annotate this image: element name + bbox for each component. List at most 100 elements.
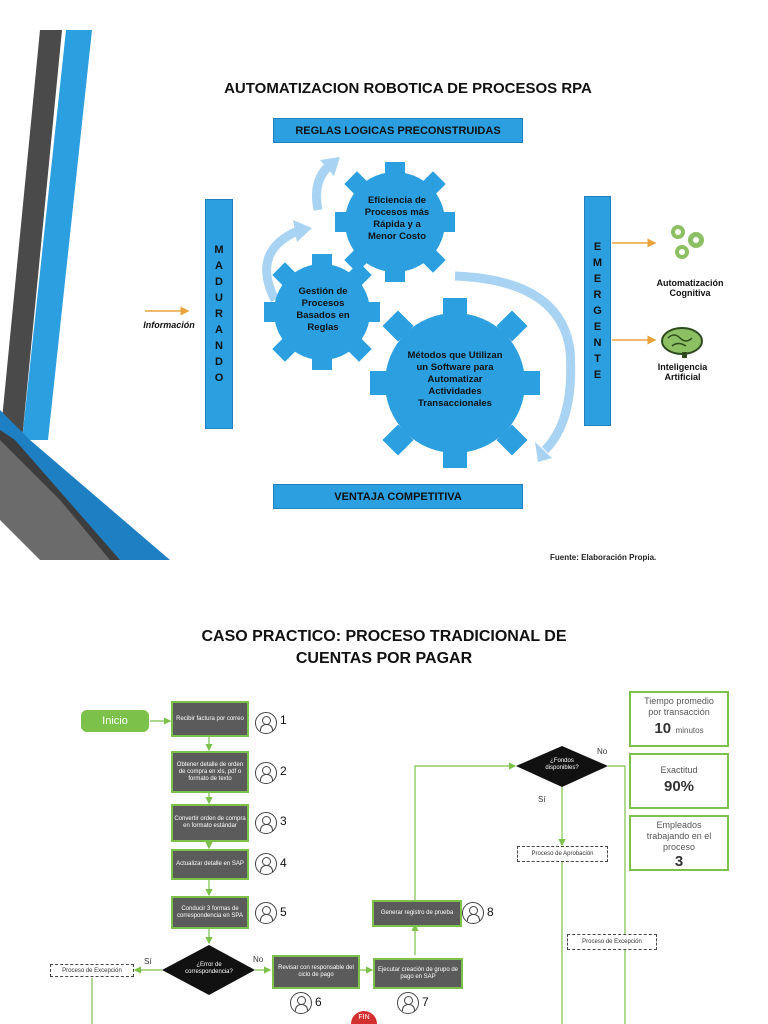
gear-text-line: Basados en — [296, 310, 350, 321]
slide2-title-line1: CASO PRACTICO: PROCESO TRADICIONAL DE — [201, 628, 567, 645]
kpi-value: 3 — [674, 853, 684, 870]
step-5: Conducir 3 formas de correspondencia en … — [171, 896, 249, 929]
decision2-label: ¿Fondos disponibles? — [545, 758, 579, 771]
gear-text-line: Eficiencia de — [367, 195, 427, 206]
letter: O — [214, 372, 224, 384]
kpi-employees: Empleados trabajando en el proceso 3 — [629, 815, 729, 871]
kpi-value: 90% — [663, 778, 695, 795]
decision1-yes: Sí — [144, 957, 152, 966]
person-icon — [255, 712, 277, 734]
top-box: REGLAS LOGICAS PRECONSTRUIDAS — [273, 118, 523, 143]
brain-icon — [661, 327, 703, 358]
kpi-value: 10 — [654, 720, 672, 737]
slide1-title: AUTOMATIZACION ROBOTICA DE PROCESOS RPA — [224, 80, 592, 97]
gear-text-line: Menor Costo — [367, 231, 427, 242]
fin-shape — [351, 1011, 377, 1024]
step-number: 5 — [280, 905, 287, 919]
gear-text-line: un Software para — [416, 362, 494, 373]
gear-top-text: Eficiencia de Procesos más Rápida y a Me… — [352, 195, 442, 243]
gear-big-text: Métodos que Utilizan un Software para Au… — [395, 350, 515, 410]
letter: R — [215, 308, 223, 320]
decision1-label: ¿Error de correspondencia? — [185, 962, 233, 975]
step-number: 3 — [280, 814, 287, 828]
step-4: Actualizar detalle en SAP — [171, 849, 249, 880]
step-1: Recibir factura por correo — [171, 701, 249, 737]
person-icon — [255, 812, 277, 834]
decision1-no: No — [253, 955, 264, 964]
kpi-time: Tiempo promedio por transacción 10 minut… — [629, 691, 729, 747]
slide2-title-line2: CUENTAS POR PAGAR — [295, 650, 473, 667]
left-vertical-box: M A D U R A N D O — [205, 199, 233, 429]
letter: D — [215, 276, 223, 288]
letter: G — [593, 305, 602, 317]
right-vertical-box: E M E R G E N T E — [584, 196, 611, 426]
gear-text-line: Reglas — [307, 322, 339, 333]
letter: R — [593, 289, 602, 301]
step-number: 8 — [487, 905, 494, 919]
gear-text-line: Procesos más — [364, 207, 430, 218]
person-icon — [255, 902, 277, 924]
person-icon — [290, 992, 312, 1014]
step-number: 6 — [315, 995, 322, 1009]
gear-top — [335, 162, 455, 282]
letter: A — [215, 260, 223, 272]
letter: U — [215, 292, 223, 304]
person-icon — [462, 902, 484, 924]
gear-text-line: Transaccionales — [418, 398, 492, 409]
slide-rpa: AUTOMATIZACION ROBOTICA DE PROCESOS RPA … — [0, 30, 740, 562]
fin-label: FIN — [358, 1014, 370, 1021]
kpi-accuracy: Exactitud 90% — [629, 753, 729, 809]
step-number: 4 — [280, 856, 287, 870]
decision2-shape — [516, 746, 608, 787]
letter: M — [592, 257, 603, 269]
start-node: Inicio — [81, 710, 149, 732]
step-generate: Generar registro de prueba — [372, 900, 462, 927]
flow-connectors — [91, 717, 626, 1024]
step-3: Convertir orden de compra en formato est… — [171, 804, 249, 842]
letter: N — [593, 337, 602, 349]
slide-case: CASO PRACTICO: PROCESO TRADICIONAL DE CU… — [0, 600, 768, 1024]
step-number: 2 — [280, 764, 287, 778]
gears-diagram — [145, 157, 704, 468]
approval-box: Proceso de Aprobación — [517, 846, 608, 862]
step-2: Obtener detalle de orden de compra en xl… — [171, 751, 249, 793]
decision2-yes: Sí — [538, 795, 546, 804]
decision1-shape — [162, 945, 255, 995]
letter: E — [593, 241, 602, 253]
decorative-stripes — [0, 30, 170, 560]
person-icon — [397, 992, 419, 1014]
input-label: Información — [143, 320, 195, 330]
output-line: Inteligencia — [657, 362, 708, 372]
output-line: Automatización — [656, 278, 724, 288]
kpi-label: Empleados trabajando en el proceso — [646, 820, 712, 852]
output-line: Artificial — [664, 372, 701, 382]
step-review: Revisar con responsable del ciclo de pag… — [272, 955, 360, 989]
letter: A — [215, 324, 223, 336]
gear-left-text: Gestión de Procesos Basados en Reglas — [280, 286, 366, 334]
letter: T — [594, 353, 601, 365]
output-ai: Inteligencia Artificial — [640, 362, 725, 382]
exception-right: Proceso de Excepción — [567, 934, 657, 950]
letter: M — [214, 244, 224, 256]
letter: D — [215, 356, 223, 368]
gear-text-line: Procesos — [301, 298, 345, 309]
decision2-no: No — [597, 747, 608, 756]
letter: E — [593, 369, 602, 381]
green-gears-icon — [671, 225, 704, 259]
letter: E — [593, 321, 602, 333]
gear-text-line: Actividades — [428, 386, 482, 397]
person-icon — [255, 762, 277, 784]
gear-text-line: Gestión de — [298, 286, 348, 297]
person-icon — [255, 853, 277, 875]
kpi-unit: minutos — [675, 726, 704, 735]
exception-left: Proceso de Excepción — [50, 964, 134, 977]
step-number: 7 — [422, 995, 429, 1009]
kpi-label: Exactitud — [660, 765, 698, 775]
step-number: 1 — [280, 713, 287, 727]
gear-big — [370, 298, 540, 468]
source-note: Fuente: Elaboración Propia. — [550, 553, 657, 562]
output-cognitive: Automatización Cognitiva — [640, 278, 740, 298]
kpi-label: Tiempo promedio por transacción — [644, 696, 714, 717]
bottom-box: VENTAJA COMPETITIVA — [273, 484, 523, 509]
output-line: Cognitiva — [669, 288, 711, 298]
